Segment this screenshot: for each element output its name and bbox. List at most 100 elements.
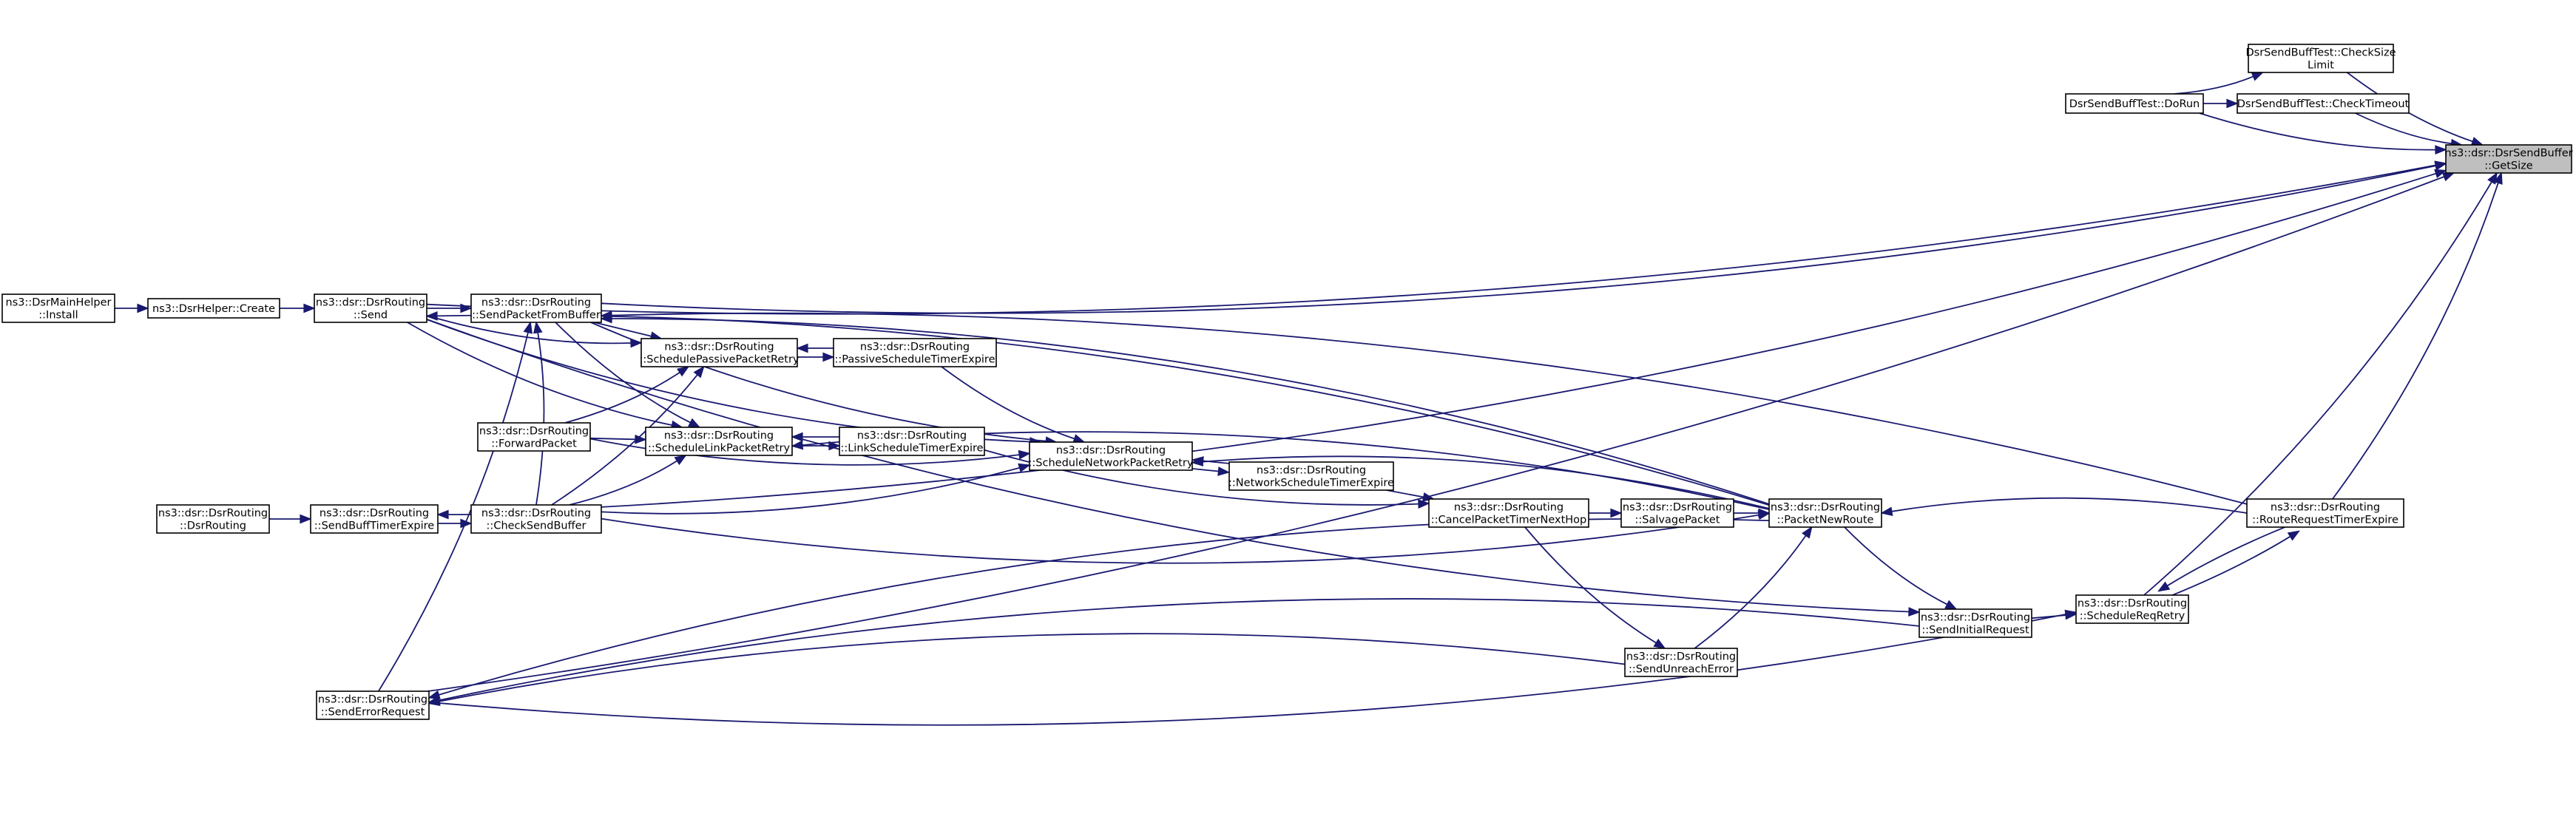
edge-arrowhead [533,321,543,334]
edge-arrowhead [1758,508,1771,518]
node-senderror[interactable]: ns3::dsr::DsrRouting::SendErrorRequest [316,690,430,720]
node-sendpacketfrombuf[interactable]: ns3::dsr::DsrRouting::SendPacketFromBuff… [470,293,602,323]
node-schedreqretry[interactable]: ns3::dsr::DsrRouting::ScheduleReqRetry [2075,594,2189,624]
node-box [833,338,997,367]
node-label-line: ns3::dsr::DsrRouting [2078,598,2187,610]
edge-line [436,314,1770,506]
edge-checksendbuffer-to-sendpacketfrombuf [533,321,545,506]
node-networktimer[interactable]: ns3::dsr::DsrRouting::NetworkScheduleTim… [1228,461,1394,491]
edge-send-to-sendinitial [426,319,1921,617]
edge-line [569,460,677,506]
edge-send-to-getsize [426,160,2447,315]
edge-arrowhead [1418,499,1430,509]
node-box [316,690,430,720]
node-schednetwork[interactable]: ns3::dsr::DsrRouting::ScheduleNetworkPac… [1029,441,1194,471]
edge-arrowhead [2441,172,2455,182]
node-label-line: ::GetSize [2484,160,2532,172]
edge-arrowhead [2493,172,2503,185]
node-helpercreate[interactable]: ns3::DsrHelper::Create [147,298,280,319]
node-linktimer[interactable]: ns3::dsr::DsrRouting::LinkScheduleTimerE… [839,427,985,456]
node-label-line: ns3::dsr::DsrRouting [158,508,268,520]
node-label-line: ::SendPacketFromBuffer [472,310,601,322]
edge-senderror-to-getsize [427,172,2455,692]
edge-arrowhead [2434,161,2447,171]
node-label-line: ns3::dsr::DsrRouting [318,694,427,706]
edge-arrowhead [137,303,149,313]
node-box [2237,93,2410,114]
node-box [2246,498,2404,528]
node-label-line: ::LinkScheduleTimerExpire [840,443,983,455]
node-label-line: ::Send [354,310,388,322]
node-label-line: DsrSendBuffTest::CheckTimeout [2237,98,2410,110]
edge-checksendbuffer-to-schedlink [569,455,687,506]
edge-line [535,332,545,506]
node-label-line: ns3::dsr::DsrRouting [857,430,967,442]
node-label-line: ::SalvagePacket [1635,515,1720,526]
node-label-line: ns3::dsr::DsrRouting [481,297,591,309]
node-label-line: ns3::dsr::DsrRouting [316,297,425,309]
node-label-line: ::Install [38,310,78,322]
edge-arrowhead [796,343,808,353]
edge-arrowhead [300,514,312,524]
node-schedlink[interactable]: ns3::dsr::DsrRouting::ScheduleLinkPacket… [645,427,793,456]
node-label-line: ns3::dsr::DsrSendBuffer [2444,148,2572,160]
edge-arrowhead [1880,506,1893,516]
node-passivetimer[interactable]: ns3::dsr::DsrRouting::PassiveScheduleTim… [833,338,997,367]
edge-routereqtimer-to-getsize [2332,172,2503,500]
node-label-line: ns3::dsr::DsrRouting [479,426,589,438]
node-box [645,427,793,456]
node-label-line: ns3::dsr::DsrRouting [481,508,591,520]
edge-arrowhead [791,432,803,442]
node-box [2075,594,2189,624]
node-dorun[interactable]: DsrSendBuffTest::DoRun [2065,93,2204,114]
node-sendunreach[interactable]: ns3::dsr::DsrRouting::SendUnreachError [1624,648,1738,677]
node-routereqtimer[interactable]: ns3::dsr::DsrRouting::RouteRequestTimerE… [2246,498,2404,528]
edge-line [439,633,1626,702]
edge-arrowhead [303,303,316,313]
edge-line [2174,75,2254,95]
node-label-line: ::CancelPacketTimerNextHop [1431,515,1587,526]
node-label-line: ::DsrRouting [180,520,246,532]
edge-arrowhead [1018,463,1031,473]
edge-send-to-sendpacketfrombuf [426,303,473,313]
node-label-line: ::ScheduleLinkPacketRetry [648,443,791,455]
node-box [1428,498,1589,528]
node-mainhelper[interactable]: ns3::DsrMainHelper::Install [1,293,115,323]
node-cancelpacket[interactable]: ns3::dsr::DsrRouting::CancelPacketTimerN… [1428,498,1589,528]
node-checktimeout[interactable]: DsrSendBuffTest::CheckTimeout [2237,93,2410,114]
node-sendbufftimer[interactable]: ns3::dsr::DsrRouting::SendBuffTimerExpir… [310,504,439,534]
node-checksendbuffer[interactable]: ns3::dsr::DsrRouting::CheckSendBuffer [470,504,602,534]
edge-arrowhead [2470,137,2484,146]
node-box [1624,648,1738,677]
edge-arrowhead [677,366,690,377]
edge-dsrrouting-to-sendbufftimer [268,514,312,524]
node-salvage[interactable]: ns3::dsr::DsrRouting::SalvagePacket [1620,498,1734,528]
edge-line [2355,112,2452,145]
node-label-line: DsrSendBuffTest::CheckSize [2245,47,2396,59]
edge-line [601,172,2436,508]
edge-networktimer-to-cancelpacket [1386,489,1436,502]
edge-schednetwork-to-networktimer [1191,466,1231,476]
node-schedpassive[interactable]: ns3::dsr::DsrRouting::SchedulePassivePac… [639,338,799,367]
edge-salvage-to-packetnewroute [1733,508,1771,518]
edge-arrowhead [2157,581,2171,592]
edge-line [601,466,1020,515]
edge-line [1203,460,1230,464]
edge-line [378,332,529,692]
node-packetnewroute[interactable]: ns3::dsr::DsrRouting::PacketNewRoute [1768,498,1882,528]
edge-senderror-to-sendpacketfrombuf [378,321,533,692]
node-dsrrouting[interactable]: ns3::dsr::DsrRouting::DsrRouting [156,504,270,534]
edge-checksendbuffer-to-getsize [601,169,2447,508]
edge-arrowhead [2226,98,2239,109]
edge-forwardpacket-to-schedpassive [564,366,690,424]
node-sendinitial[interactable]: ns3::dsr::DsrRouting::SendInitialRequest [1919,608,2032,638]
node-send[interactable]: ns3::dsr::DsrRouting::Send [314,293,427,323]
node-getsize[interactable]: ns3::dsr::DsrSendBuffer::GetSize [2444,144,2573,174]
node-label-line: ::CheckSendBuffer [487,520,586,532]
node-label-line: ::SchedulePassivePacketRetry [639,354,799,366]
edge-arrowhead [1191,457,1204,466]
node-label-line: ns3::dsr::DsrRouting [664,430,774,442]
node-forwardpacket[interactable]: ns3::dsr::DsrRouting::ForwardPacket [477,422,591,452]
